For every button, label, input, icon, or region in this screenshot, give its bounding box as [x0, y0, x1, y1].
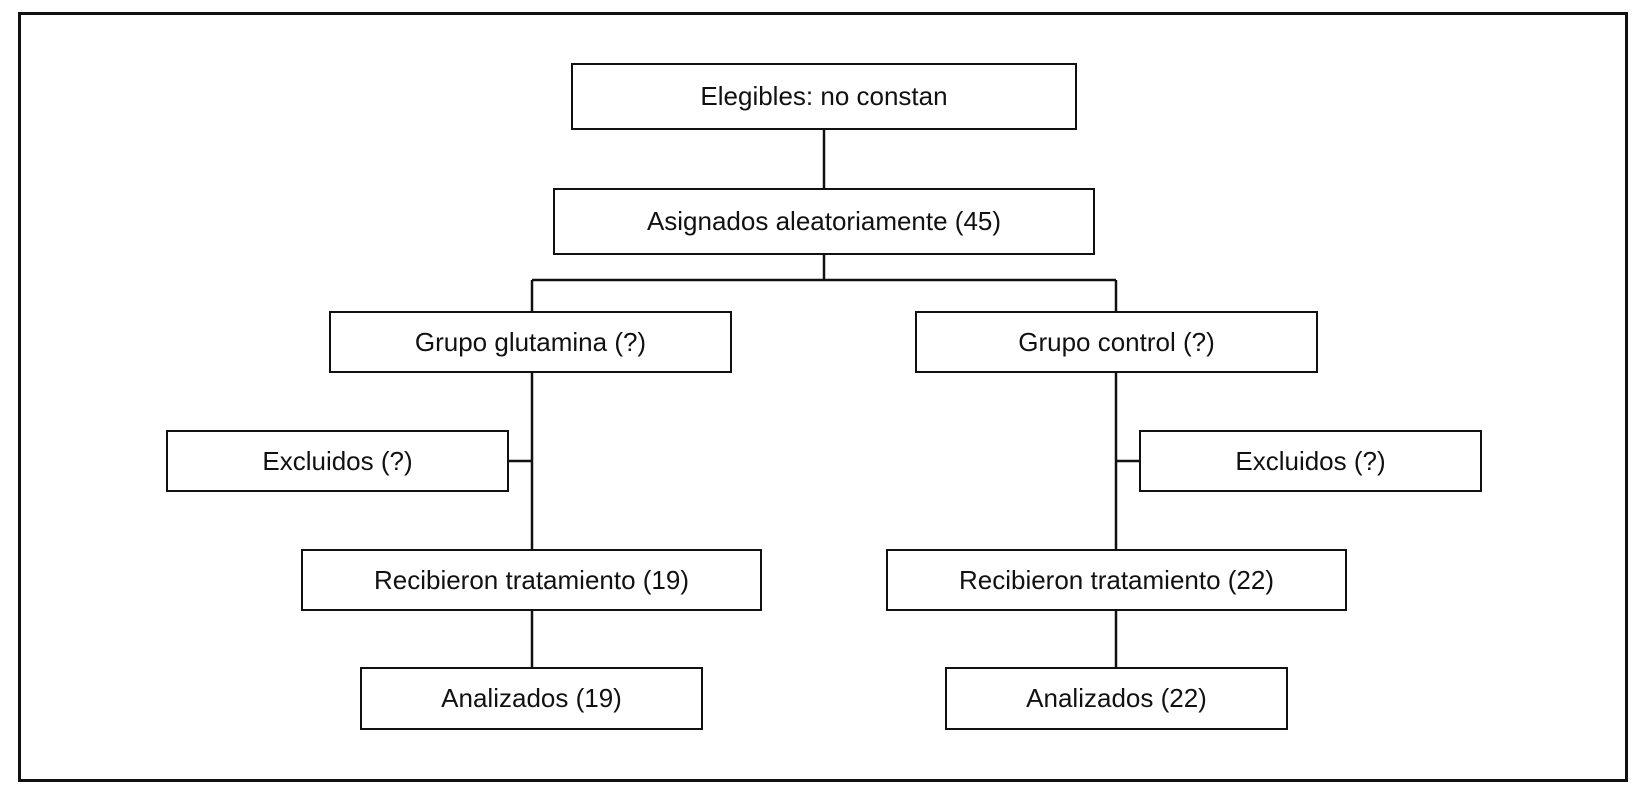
control-analyzed-box: Analizados (22): [945, 667, 1288, 730]
glutamine-treated-label: Recibieron tratamiento (19): [373, 564, 690, 595]
control-group-box: Grupo control (?): [915, 311, 1318, 373]
control-excluded-label: Excluidos (?): [1235, 445, 1386, 476]
control-excluded-box: Excluidos (?): [1139, 430, 1482, 492]
glutamine-group-box: Grupo glutamina (?): [329, 311, 732, 373]
randomized-box: Asignados aleatoriamente (45): [553, 188, 1095, 255]
control-analyzed-label: Analizados (22): [1026, 683, 1207, 713]
glutamine-group-label: Grupo glutamina (?): [414, 326, 647, 357]
diagram-frame: [18, 12, 1628, 782]
glutamine-excluded-label: Excluidos (?): [262, 445, 413, 476]
glutamine-treated-box: Recibieron tratamiento (19): [301, 549, 762, 611]
control-treated-box: Recibieron tratamiento (22): [886, 549, 1347, 611]
glutamine-analyzed-label: Analizados (19): [441, 683, 622, 713]
control-treated-label: Recibieron tratamiento (22): [958, 564, 1275, 595]
eligible-box: Elegibles: no constan: [571, 63, 1077, 130]
control-group-label: Grupo control (?): [1018, 326, 1215, 357]
glutamine-excluded-box: Excluidos (?): [166, 430, 509, 492]
glutamine-analyzed-box: Analizados (19): [360, 667, 703, 730]
eligible-label: Elegibles: no constan: [700, 81, 948, 111]
randomized-label: Asignados aleatoriamente (45): [646, 206, 1002, 236]
